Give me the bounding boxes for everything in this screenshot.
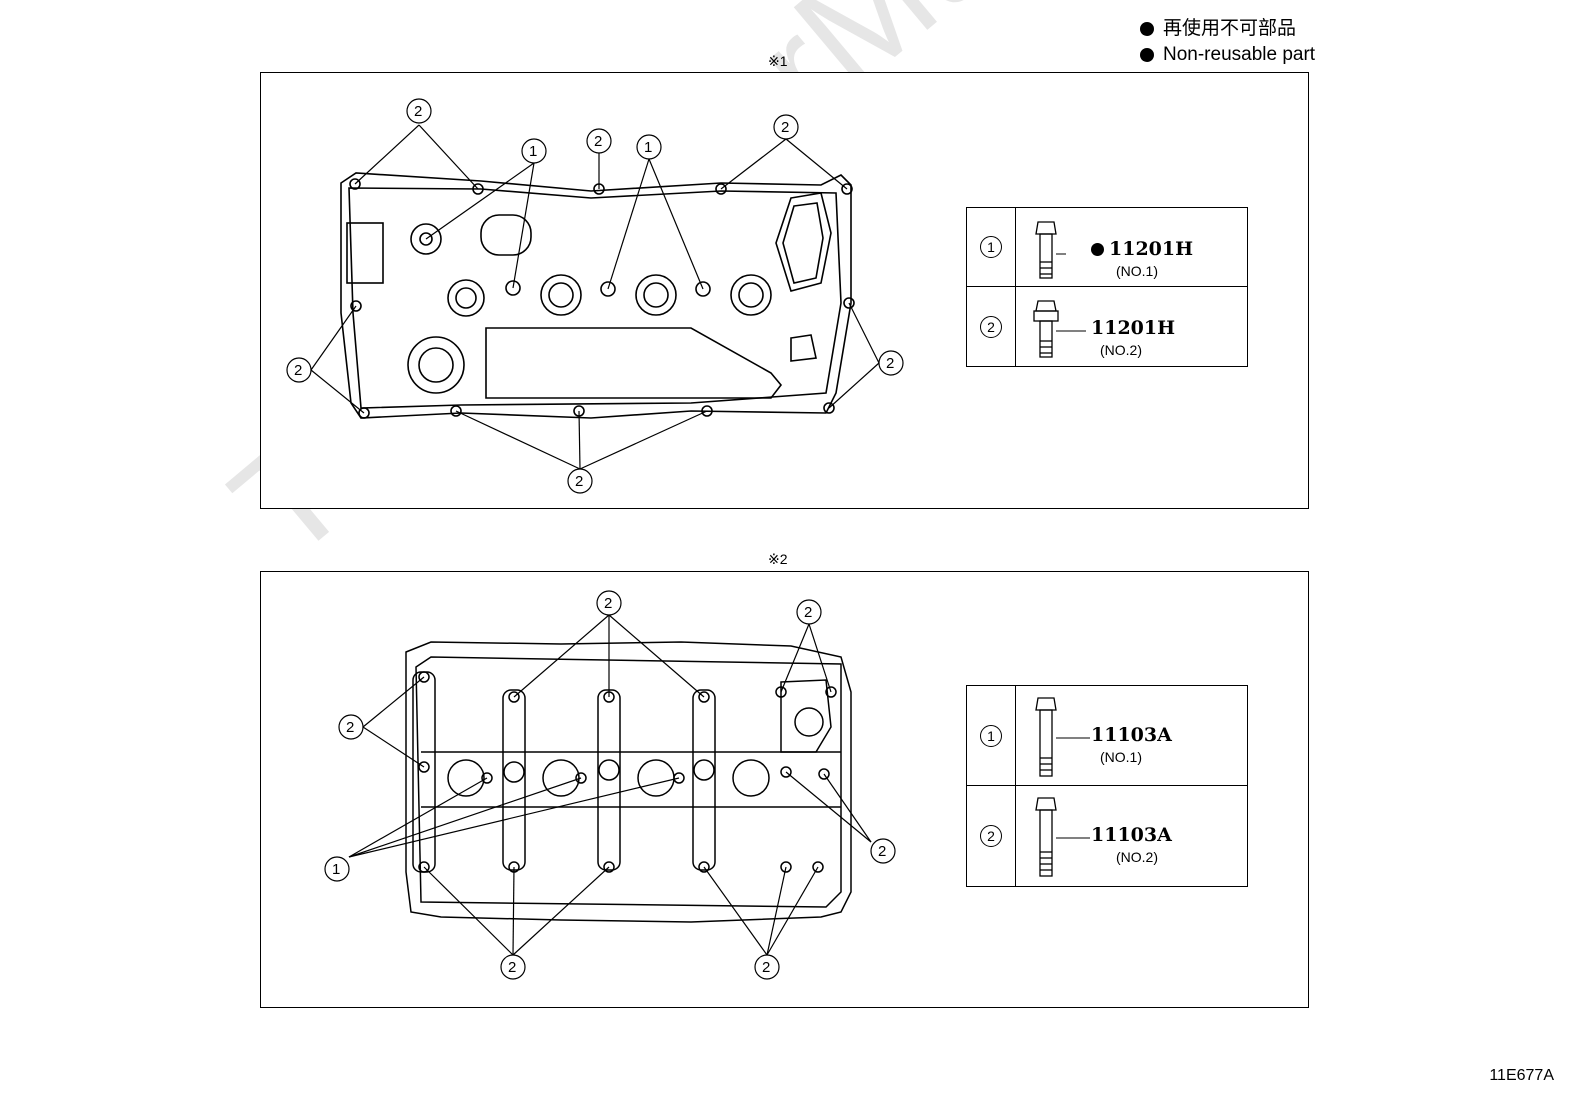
cylinder-head-cover-drawing: 2 1 2 1 2 2 2 2 <box>286 98 904 494</box>
svg-text:1: 1 <box>529 143 537 160</box>
svg-text:2: 2 <box>508 959 516 976</box>
svg-text:1: 1 <box>332 861 340 878</box>
svg-text:2: 2 <box>604 595 612 612</box>
svg-text:2: 2 <box>781 119 789 136</box>
bolt-row-2: 2 11201H (NO.2) <box>967 287 1247 366</box>
nonreusable-dot-icon <box>1140 48 1154 62</box>
bolt-number: 1 <box>980 724 1002 747</box>
panel-1: 2 1 2 1 2 2 2 2 1 11201H (NO.1) 2 <box>260 72 1309 509</box>
figure-code: 11E677A <box>1489 1067 1554 1084</box>
svg-text:1: 1 <box>644 139 652 156</box>
bolt-number: 1 <box>980 236 1002 258</box>
bolt-table-2: 1 11103A (NO.1) 2 11103A (NO. <box>966 685 1248 887</box>
part-number: 11201H <box>1091 317 1176 339</box>
part-number: 11201H <box>1109 238 1194 260</box>
part-number: 11103A <box>1091 824 1172 846</box>
svg-text:2: 2 <box>575 473 583 490</box>
nonreusable-dot-icon <box>1140 22 1154 36</box>
legend: 再使用不可部品 Non-reusable part <box>1140 16 1315 68</box>
panel-1-label: ※1 <box>768 53 788 69</box>
bolt-sub: (NO.1) <box>1116 263 1158 279</box>
svg-text:2: 2 <box>294 362 302 379</box>
svg-text:2: 2 <box>594 133 602 150</box>
bolt-sub: (NO.2) <box>1100 342 1142 358</box>
bolt-long-icon <box>1035 797 1090 877</box>
bolt-short-icon <box>1035 221 1066 279</box>
svg-text:2: 2 <box>762 959 770 976</box>
legend-row-en: Non-reusable part <box>1140 42 1315 68</box>
bolt-flange-icon <box>1033 300 1086 358</box>
panel-2: 2 2 2 1 2 2 2 1 11103A (NO.1) 2 <box>260 571 1309 1008</box>
bolt-row-1: 1 11103A (NO.1) <box>967 686 1247 786</box>
legend-en: Non-reusable part <box>1163 44 1316 65</box>
cylinder-head-drawing: 2 2 2 1 2 2 2 <box>324 590 896 980</box>
panel-2-label: ※2 <box>768 551 788 567</box>
svg-text:2: 2 <box>886 355 894 372</box>
part-number: 11103A <box>1091 724 1172 746</box>
svg-text:2: 2 <box>878 843 886 860</box>
bolt-sub: (NO.2) <box>1116 849 1158 865</box>
bolt-sub: (NO.1) <box>1100 749 1142 765</box>
svg-text:2: 2 <box>414 103 422 120</box>
legend-jp: 再使用不可部品 <box>1163 18 1297 39</box>
bolt-number: 2 <box>980 315 1002 338</box>
svg-text:2: 2 <box>346 719 354 736</box>
bolt-row-2: 2 11103A (NO.2) <box>967 786 1247 886</box>
nonreusable-dot-icon <box>1091 242 1104 256</box>
legend-row-jp: 再使用不可部品 <box>1140 16 1315 42</box>
svg-text:2: 2 <box>804 604 812 621</box>
bolt-table-1: 1 11201H (NO.1) 2 <box>966 207 1248 367</box>
bolt-long-icon <box>1035 697 1090 777</box>
bolt-row-1: 1 11201H (NO.1) <box>967 208 1247 287</box>
bolt-number: 2 <box>980 825 1002 847</box>
